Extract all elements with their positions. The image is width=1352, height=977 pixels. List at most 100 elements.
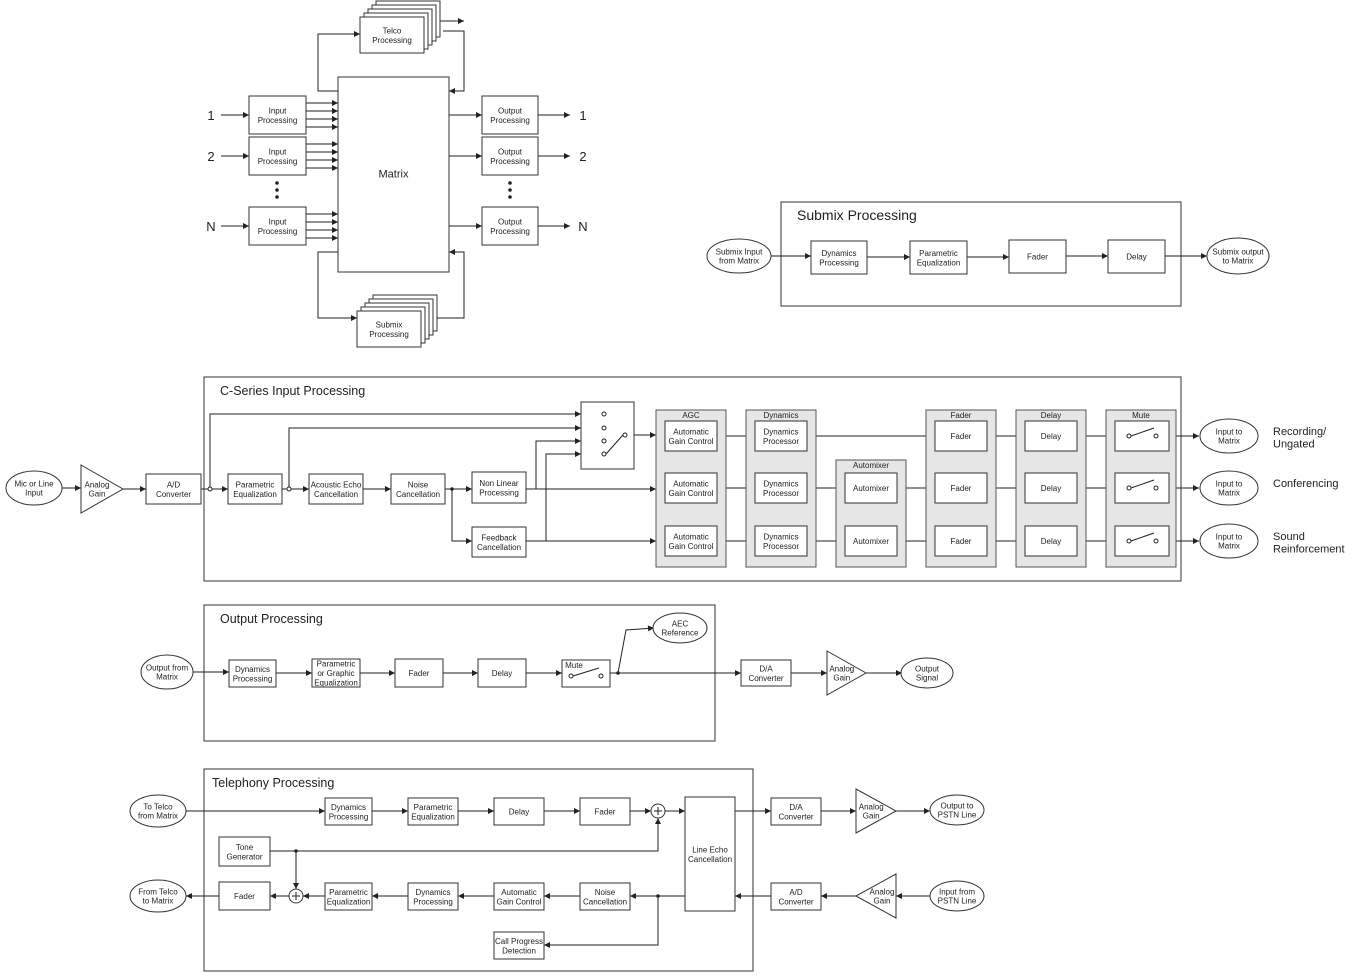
tel-dynamics2-box: [407, 882, 459, 911]
tel-dynamics2-box-label-line1: Dynamics: [415, 888, 450, 897]
delay-box-1: [1024, 472, 1078, 504]
tone-to-sum-top: [270, 818, 661, 852]
tel-call-progress-box: [493, 931, 545, 960]
in-aec-box-label-line2: Cancellation: [314, 490, 358, 499]
mute-box-0: [1114, 420, 1170, 452]
tel-peq2-box-label-line2: Equalization: [327, 897, 371, 906]
analog-gain-tri-label-line2: Gain: [89, 490, 106, 499]
submix-peq-box-label-line2: Equalization: [917, 258, 961, 267]
submix-stack-label-line2: Processing: [369, 330, 409, 339]
in-feedback-box-label-line1: Feedback: [481, 533, 517, 542]
mic-ellipse: [5, 470, 63, 506]
channel-out-label-2: N: [578, 219, 587, 234]
tel-fader2-box: [218, 881, 271, 911]
peq-tap-dot: [286, 486, 292, 492]
output-type-2-line1: Sound: [1273, 531, 1305, 543]
mute-switch-1-blade: [1130, 479, 1155, 489]
in-feedback-box-label-line2: Cancellation: [477, 543, 521, 552]
to-matrix-ellipse-2: [1199, 523, 1259, 559]
input-processing-box-0-label-line2: Processing: [258, 116, 298, 125]
tel-tone-box-label-line2: Generator: [226, 852, 262, 861]
tel-pstn-out-ellipse-label-line1: Output to: [941, 802, 974, 811]
dyn-box-0-label-line2: Processor: [763, 437, 799, 446]
tel-from-telco-ellipse: [129, 879, 187, 913]
submix-fader-box: [1008, 239, 1067, 274]
analog-gain-tri-label-line1: Analog: [84, 481, 109, 490]
input-processing-box-2-label-line2: Processing: [258, 227, 298, 236]
dyn-box-1-label-line1: Dynamics: [763, 479, 798, 488]
tel-to-telco-ellipse-label-line1: To Telco: [143, 803, 173, 812]
tel-pstn-in-ellipse: [929, 880, 985, 912]
cpd-branch-dot: [656, 894, 660, 898]
fader-box-2-label: Fader: [951, 537, 972, 546]
op-delay-box-label: Delay: [492, 669, 512, 678]
output-processing-box-1-label-line1: Output: [498, 147, 523, 156]
op-dynamics-box: [228, 659, 277, 688]
op-aec-ref-ellipse-label-line2: Reference: [662, 629, 699, 638]
submix-output-ellipse-label-line2: to Matrix: [1223, 257, 1254, 266]
submix-frame: [780, 201, 1182, 307]
group-agc-title: AGC: [682, 411, 700, 420]
op-peq-box-label-line3: Equalization: [314, 679, 358, 688]
op-aec-ref-ellipse: [652, 612, 708, 644]
submix-frame-title: Submix Processing: [797, 207, 917, 223]
submix-stack: [356, 310, 422, 348]
output-type-0-line2: Ungated: [1273, 438, 1315, 450]
output-processing-box-2: [481, 206, 539, 246]
op-delay-box: [477, 658, 527, 688]
to-matrix-ellipse-1-label-line2: Matrix: [1218, 489, 1240, 498]
telephony-frame: [203, 768, 754, 972]
output-processing-box-2-label-line2: Processing: [490, 227, 530, 236]
submix-dynamics-box-label-line2: Processing: [819, 258, 859, 267]
tel-pstn-in-ellipse-label-line1: Input from: [939, 888, 975, 897]
channel-in-label-1: 2: [207, 149, 214, 164]
op-peq-box-label-line2: or Graphic: [317, 669, 354, 678]
to-matrix-ellipse-0: [1199, 418, 1259, 454]
op-peq-box: [311, 658, 361, 688]
telco-stack-label-line2: Processing: [372, 36, 412, 45]
submix-peq-box-label-line1: Parametric: [919, 249, 958, 258]
in-aec-box-label-line1: Acoustic Echo: [311, 480, 362, 489]
op-analog-gain-tri-label-line2: Gain: [833, 674, 850, 683]
tel-line-echo-box-label-line1: Line Echo: [692, 845, 728, 854]
tel-noise-box-label-line1: Noise: [595, 888, 616, 897]
submix-input-ellipse: [706, 238, 772, 274]
submix-fader-box-label: Fader: [1027, 253, 1048, 262]
tone-branch-dot: [294, 849, 298, 853]
op-mute-switch-pole-a: [568, 673, 574, 679]
op-analog-gain-tri: [826, 650, 868, 696]
tel-peq2-box: [324, 882, 373, 911]
matrix-box: [337, 76, 450, 273]
input-frame-title: C-Series Input Processing: [220, 384, 365, 398]
dyn-box-2-label-line2: Processor: [763, 542, 799, 551]
agc-box-1-label-line2: Gain Control: [669, 489, 714, 498]
delay-box-2: [1024, 525, 1078, 557]
in-aec-box: [308, 473, 364, 505]
tel-line-echo-box-label-line2: Cancellation: [688, 855, 732, 864]
tel-fader-box-label: Fader: [595, 808, 616, 817]
delay-box-2-label: Delay: [1041, 537, 1061, 546]
automixer-box-2-label: Automixer: [853, 537, 889, 546]
output-processing-box-1: [481, 136, 539, 176]
mute-switch-0-blade: [1130, 427, 1155, 437]
noise-branch-dot: [450, 487, 454, 491]
channel-out-label-0: 1: [579, 108, 586, 123]
op-fader-box-label: Fader: [409, 669, 430, 678]
mute-box-1: [1114, 472, 1170, 504]
mute-switch-2-blade: [1130, 532, 1155, 542]
output-type-2-line2: Reinforcement: [1273, 543, 1345, 555]
tel-analog-gain-in-tri: [854, 873, 897, 919]
delay-box-0-label: Delay: [1041, 432, 1061, 441]
matrix-box-label: Matrix: [379, 169, 409, 181]
submix-to-matrix: [437, 249, 465, 319]
selector-blade: [605, 434, 624, 455]
fader-box-0: [934, 420, 988, 452]
input-processing-box-1: [248, 136, 307, 176]
automixer-box-2: [844, 525, 898, 557]
tel-ad-box-label-line2: Converter: [778, 897, 813, 906]
selector-contact-1: [601, 425, 607, 431]
agc-box-1-label-line1: Automatic: [673, 479, 709, 488]
output-type-1-line1: Conferencing: [1273, 478, 1338, 490]
to-matrix-ellipse-2-label-line1: Input to: [1216, 533, 1243, 542]
telephony-frame-title: Telephony Processing: [212, 776, 334, 790]
